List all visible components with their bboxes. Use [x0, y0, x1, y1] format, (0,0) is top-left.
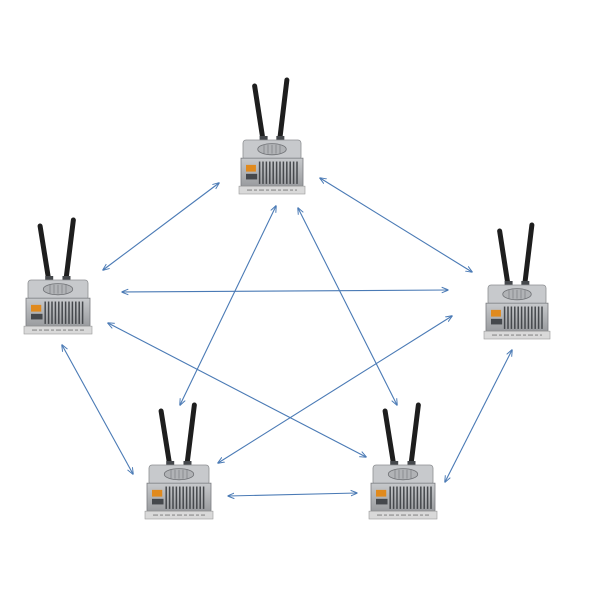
link-arrow-7	[218, 316, 452, 463]
link-arrow-8	[62, 345, 133, 474]
link-arrow-5	[298, 208, 397, 405]
device-layer	[23, 77, 551, 520]
link-arrow-10	[228, 493, 357, 496]
wireless-transmitter-icon-2	[23, 217, 93, 335]
link-arrow-6	[108, 323, 366, 457]
link-arrow-3	[122, 290, 448, 292]
link-arrow-9	[445, 350, 512, 482]
link-arrow-4	[180, 206, 276, 405]
wireless-transmitter-icon-1	[238, 77, 306, 195]
link-arrow-1	[103, 183, 219, 270]
wireless-transmitter-icon-3	[483, 222, 551, 340]
wireless-transmitter-icon-5	[368, 402, 438, 520]
link-layer	[62, 178, 512, 496]
link-arrow-2	[320, 178, 472, 272]
wireless-transmitter-icon-4	[144, 402, 214, 520]
